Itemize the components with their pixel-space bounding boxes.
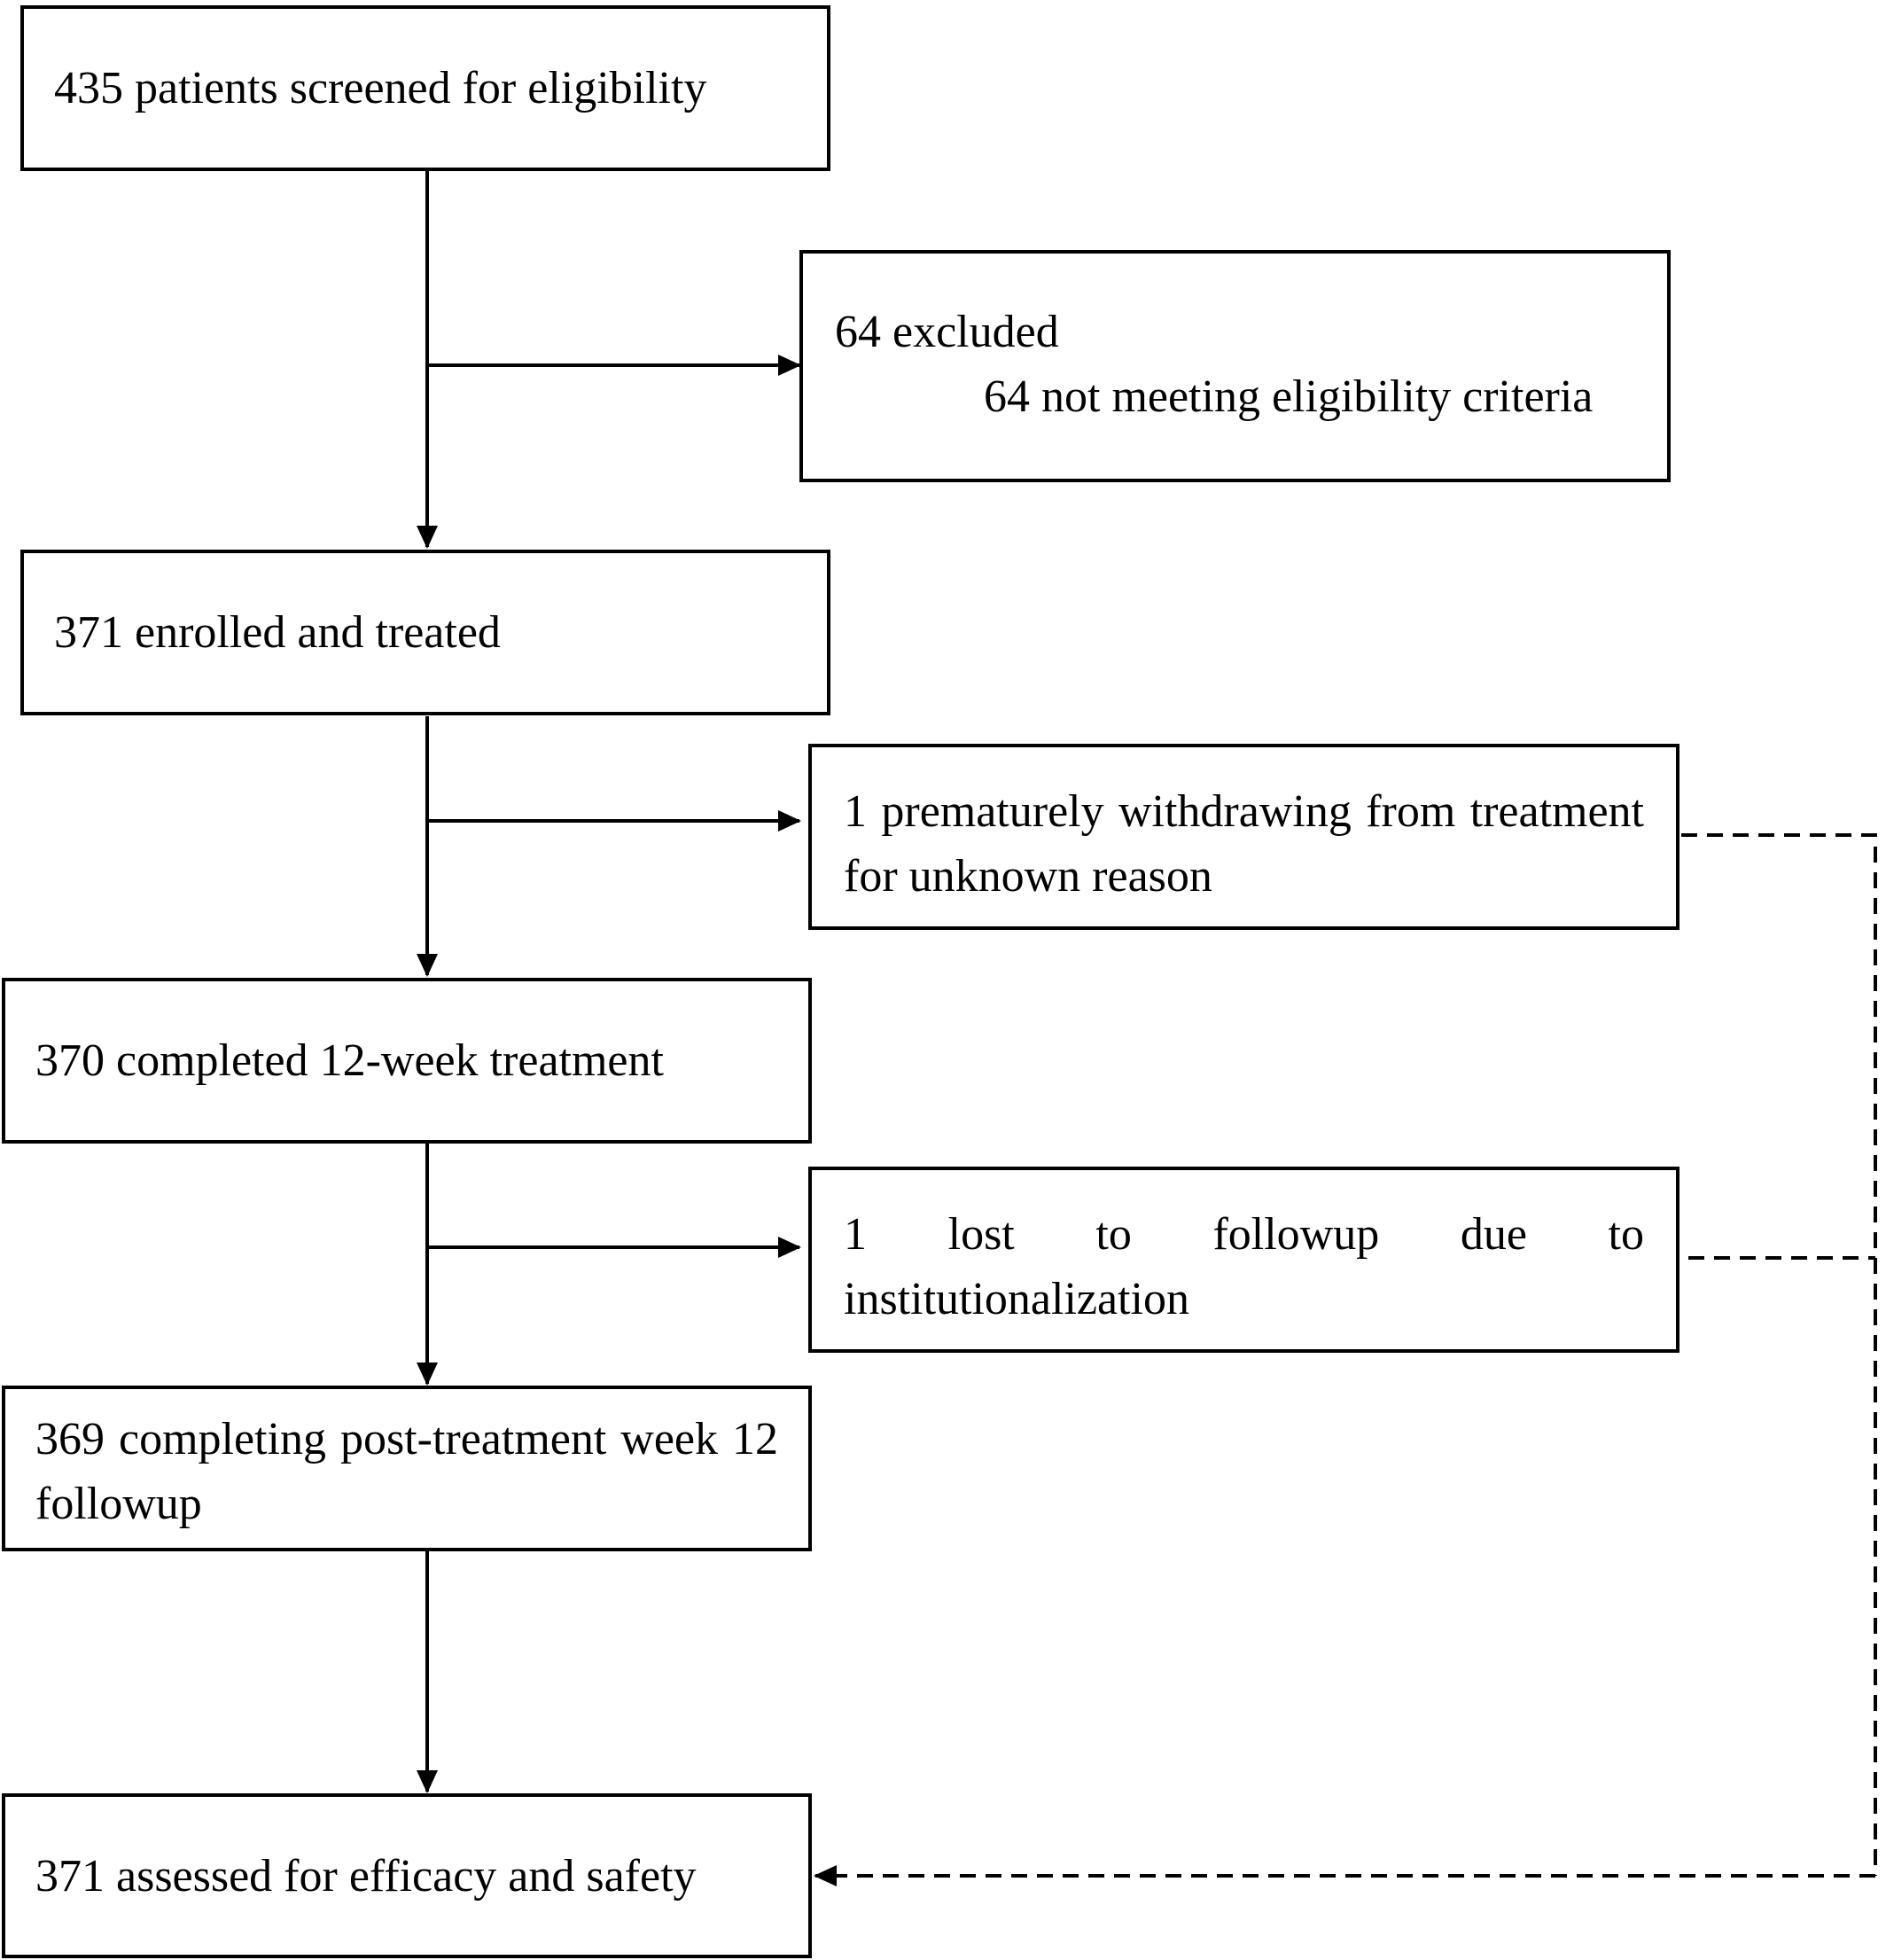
excluded-detail: 64 not meeting eligibility criteria bbox=[984, 371, 1594, 422]
excluded-box: 64 excluded 64 not meeting eligibility c… bbox=[799, 250, 1671, 482]
lost-followup-box: 1 lost to followup due to institutionali… bbox=[808, 1167, 1679, 1353]
completed-treatment-label: 370 completed 12-week treatment bbox=[35, 1035, 664, 1086]
screened-box: 435 patients screened for eligibility bbox=[20, 5, 830, 171]
dashed-connector-withdrawn bbox=[1681, 833, 1877, 1876]
excluded-title: 64 excluded bbox=[835, 307, 1059, 357]
completed-followup-label: 369 completing post-treatment week 12 fo… bbox=[35, 1414, 778, 1529]
withdrawn-box: 1 prematurely withdrawing from treatment… bbox=[808, 744, 1679, 930]
assessed-label: 371 assessed for efficacy and safety bbox=[35, 1850, 697, 1901]
enrolled-box: 371 enrolled and treated bbox=[20, 550, 830, 715]
assessed-box: 371 assessed for efficacy and safety bbox=[2, 1793, 812, 1958]
lost-followup-label: 1 lost to followup due to institutionali… bbox=[844, 1209, 1644, 1324]
completed-followup-box: 369 completing post-treatment week 12 fo… bbox=[2, 1386, 812, 1551]
completed-treatment-box: 370 completed 12-week treatment bbox=[2, 978, 812, 1144]
screened-label: 435 patients screened for eligibility bbox=[54, 63, 707, 113]
withdrawn-label: 1 prematurely withdrawing from treatment… bbox=[844, 786, 1644, 902]
enrolled-label: 371 enrolled and treated bbox=[54, 607, 501, 658]
